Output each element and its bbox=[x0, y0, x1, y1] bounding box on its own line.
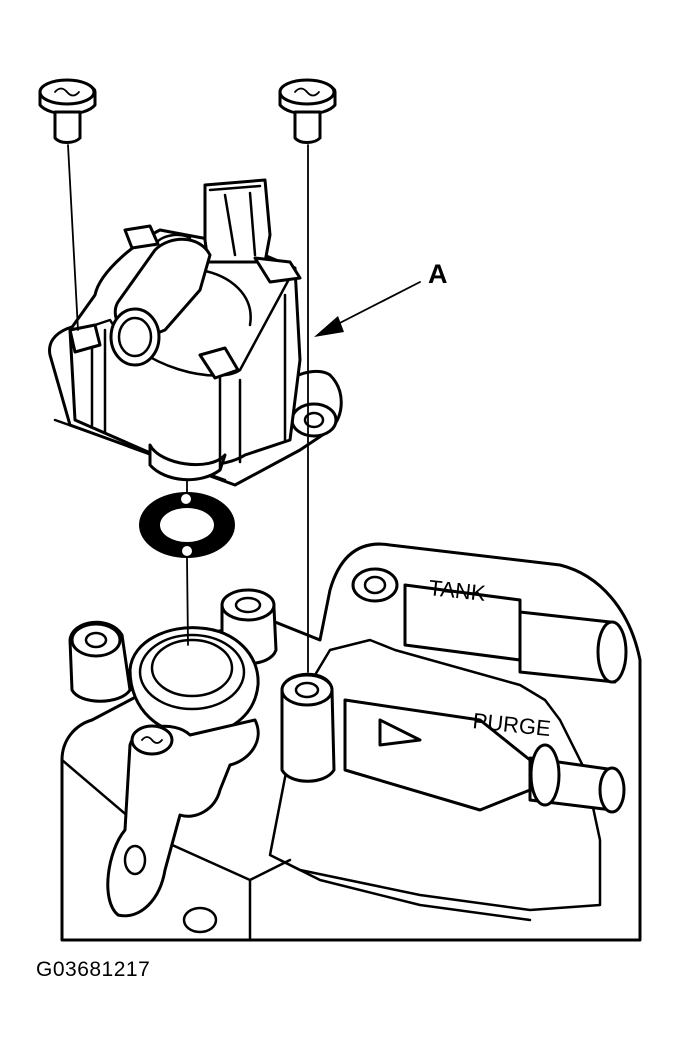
callout-label-a: A bbox=[428, 259, 448, 289]
callout-a: A bbox=[314, 259, 448, 337]
valve-seat-boss bbox=[68, 588, 336, 934]
alignment-lines bbox=[67, 144, 309, 673]
mounting-screw-right bbox=[278, 78, 337, 144]
o-ring-gasket bbox=[139, 492, 235, 558]
tank-port-label: TANK bbox=[427, 575, 487, 606]
purge-control-solenoid-valve bbox=[48, 178, 343, 487]
callout-arrowhead bbox=[314, 316, 344, 337]
figure-id: G03681217 bbox=[36, 958, 151, 981]
mounting-screw-left bbox=[38, 78, 97, 144]
